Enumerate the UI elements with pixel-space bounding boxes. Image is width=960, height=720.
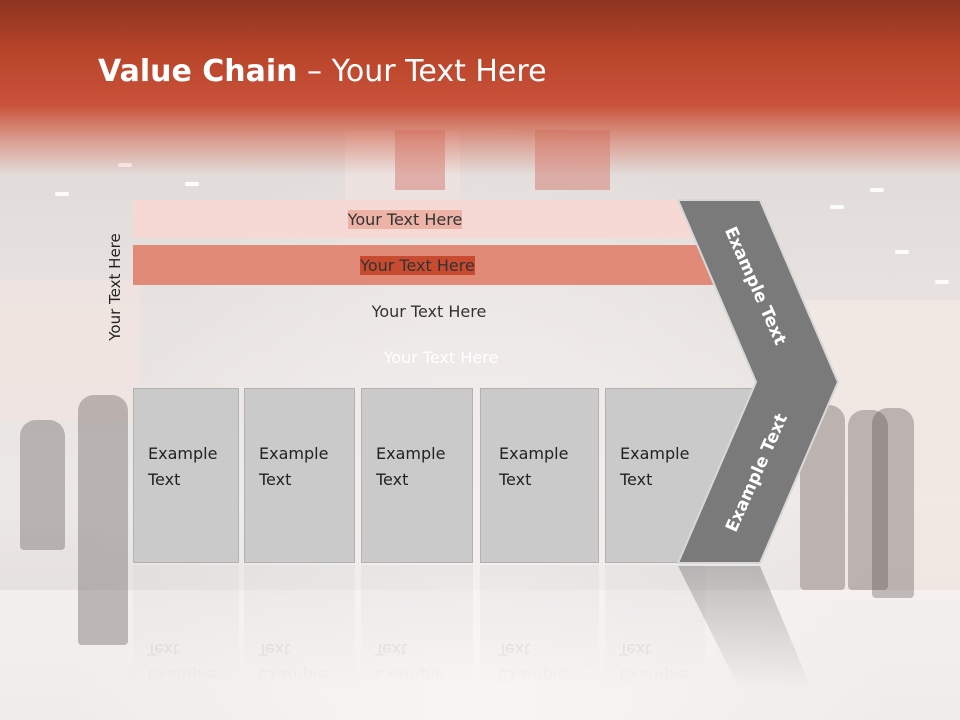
value-bar-label: Your Text Here [360,255,475,275]
card-line-2: Text [376,470,409,489]
card-line-2: Text [148,470,181,489]
background-booth-right [800,300,960,600]
card-line-1: Example [620,444,690,463]
chevron-reflection [678,566,812,690]
example-card-2[interactable]: Example Text [244,388,355,563]
card-line-2: Text [620,470,653,489]
background-wall-left [0,280,140,420]
value-bar-3[interactable]: Your Text Here [133,291,741,331]
card-line-1: Example [259,444,329,463]
ceiling-light [935,280,949,284]
value-bar-label: Your Text Here [347,209,463,229]
example-card-4[interactable]: Example Text [480,388,599,563]
slide-title[interactable]: Value Chain – Your Text Here [98,54,547,89]
background-person-4 [848,410,888,590]
card-line-1: Example [376,444,446,463]
value-bar-label: Your Text Here [383,347,499,367]
title-bold: Value Chain [98,54,298,89]
ceiling-light [55,192,69,196]
card-line-1: Example [499,444,569,463]
ceiling-light [870,188,884,192]
card-line-1: Example [148,444,218,463]
background-person-2 [78,395,128,645]
value-bar-4[interactable]: Your Text Here [133,337,765,377]
ceiling-light [185,182,199,186]
value-bar-2[interactable]: Your Text Here [133,245,718,285]
background-person-1 [20,420,65,550]
card-line-2: Text [259,470,292,489]
ceiling-light [830,205,844,209]
example-card-1[interactable]: Example Text [133,388,239,563]
value-bar-label: Your Text Here [371,301,487,321]
background-floor [0,590,960,720]
header-band [0,0,960,175]
card-line-2: Text [499,470,532,489]
value-bar-1[interactable]: Your Text Here [133,200,693,238]
example-card-3[interactable]: Example Text [361,388,473,563]
chevron-shape [676,199,840,564]
ceiling-light [895,250,909,254]
title-rest: – Your Text Here [297,54,547,89]
background-person-5 [872,408,914,598]
